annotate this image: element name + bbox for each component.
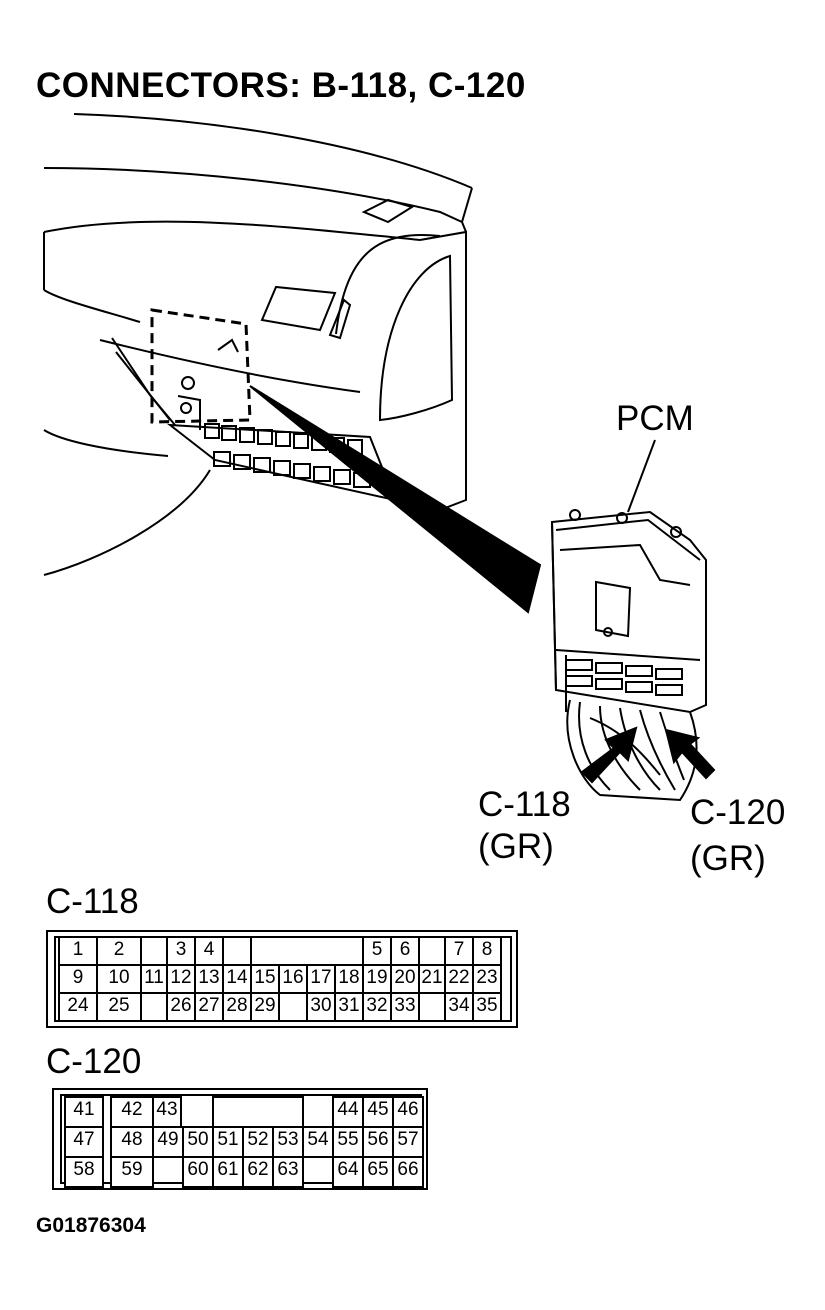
c118-pin-11: 11 [140,964,168,994]
c118-pin-13: 13 [194,964,224,994]
c118-blank-cavity [250,936,364,966]
c118-pin-2: 2 [96,936,142,966]
c118-pin-35: 35 [472,992,502,1022]
c118-pin-28: 28 [222,992,252,1022]
c118-pin-15: 15 [250,964,280,994]
c120-pin-51: 51 [212,1126,244,1158]
c118-pin-31: 31 [334,992,364,1022]
c118-pin-23: 23 [472,964,502,994]
c120-pin-63: 63 [272,1156,304,1188]
c120-pin-56: 56 [362,1126,394,1158]
pcm-unit [550,509,707,802]
c120-pin-55: 55 [332,1126,364,1158]
c118-pin-16: 16 [278,964,308,994]
c118-pin-33: 33 [390,992,420,1022]
c118-pin-26: 26 [166,992,196,1022]
c118-pin-25: 25 [96,992,142,1022]
c118-pin-18: 18 [334,964,364,994]
c120-connector-label: C-120 [690,793,786,832]
c118-color-label: (GR) [478,827,554,866]
pcm-label: PCM [616,399,694,438]
c118-connector-label: C-118 [478,785,571,824]
dashboard-drawing [43,113,473,576]
c118-pin-21: 21 [418,964,446,994]
c120-pin-57: 57 [392,1126,424,1158]
c120-pin-60: 60 [182,1156,214,1188]
c120-pin-52: 52 [242,1126,274,1158]
c120-pin-49: 49 [152,1126,184,1158]
c118-pin-34: 34 [444,992,474,1022]
pointer-wedge [249,385,542,614]
c120-pin-53: 53 [272,1126,304,1158]
c118-pin-22: 22 [444,964,474,994]
c120-pin-54: 54 [302,1126,334,1158]
c120-pin-50: 50 [182,1126,214,1158]
figure-code: G01876304 [36,1214,146,1237]
c120-title: C-120 [46,1042,142,1081]
c118-pin-19: 19 [362,964,392,994]
c120-pin-45: 45 [362,1096,394,1128]
c120-pin-65: 65 [362,1156,394,1188]
c120-color-label: (GR) [690,839,766,878]
c120-blank-cavity [212,1096,304,1128]
c118-pin-4: 4 [194,936,224,966]
c120-pin-44: 44 [332,1096,364,1128]
c120-pin-66: 66 [392,1156,424,1188]
c118-pin-7: 7 [444,936,474,966]
c118-pin-10: 10 [96,964,142,994]
c118-arrow [580,726,638,784]
c118-pin-27: 27 [194,992,224,1022]
c120-pin-46: 46 [392,1096,424,1128]
c120-pin-58: 58 [64,1156,104,1188]
c118-pin-14: 14 [222,964,252,994]
c120-pin-43: 43 [152,1096,182,1128]
c120-pin-41: 41 [64,1096,104,1128]
c118-pin-17: 17 [306,964,336,994]
c118-pin-1: 1 [58,936,98,966]
c118-pin-32: 32 [362,992,392,1022]
page-title: CONNECTORS: B-118, C-120 [36,66,526,105]
pcm-leader-line [627,439,656,513]
c120-pin-42: 42 [110,1096,154,1128]
c118-pin-29: 29 [250,992,280,1022]
c120-pin-62: 62 [242,1156,274,1188]
c120-pin-64: 64 [332,1156,364,1188]
c120-pin-48: 48 [110,1126,154,1158]
c118-pin-5: 5 [362,936,392,966]
c120-pin-59: 59 [110,1156,154,1188]
c118-pin-30: 30 [306,992,336,1022]
c118-pin-6: 6 [390,936,420,966]
c120-pin-47: 47 [64,1126,104,1158]
c118-pin-12: 12 [166,964,196,994]
c118-pin-24: 24 [58,992,98,1022]
c118-title: C-118 [46,882,139,921]
c118-pin-8: 8 [472,936,502,966]
c118-pin-20: 20 [390,964,420,994]
c120-arrow [664,728,716,780]
c118-pin-9: 9 [58,964,98,994]
c120-pin-61: 61 [212,1156,244,1188]
c118-pin-3: 3 [166,936,196,966]
